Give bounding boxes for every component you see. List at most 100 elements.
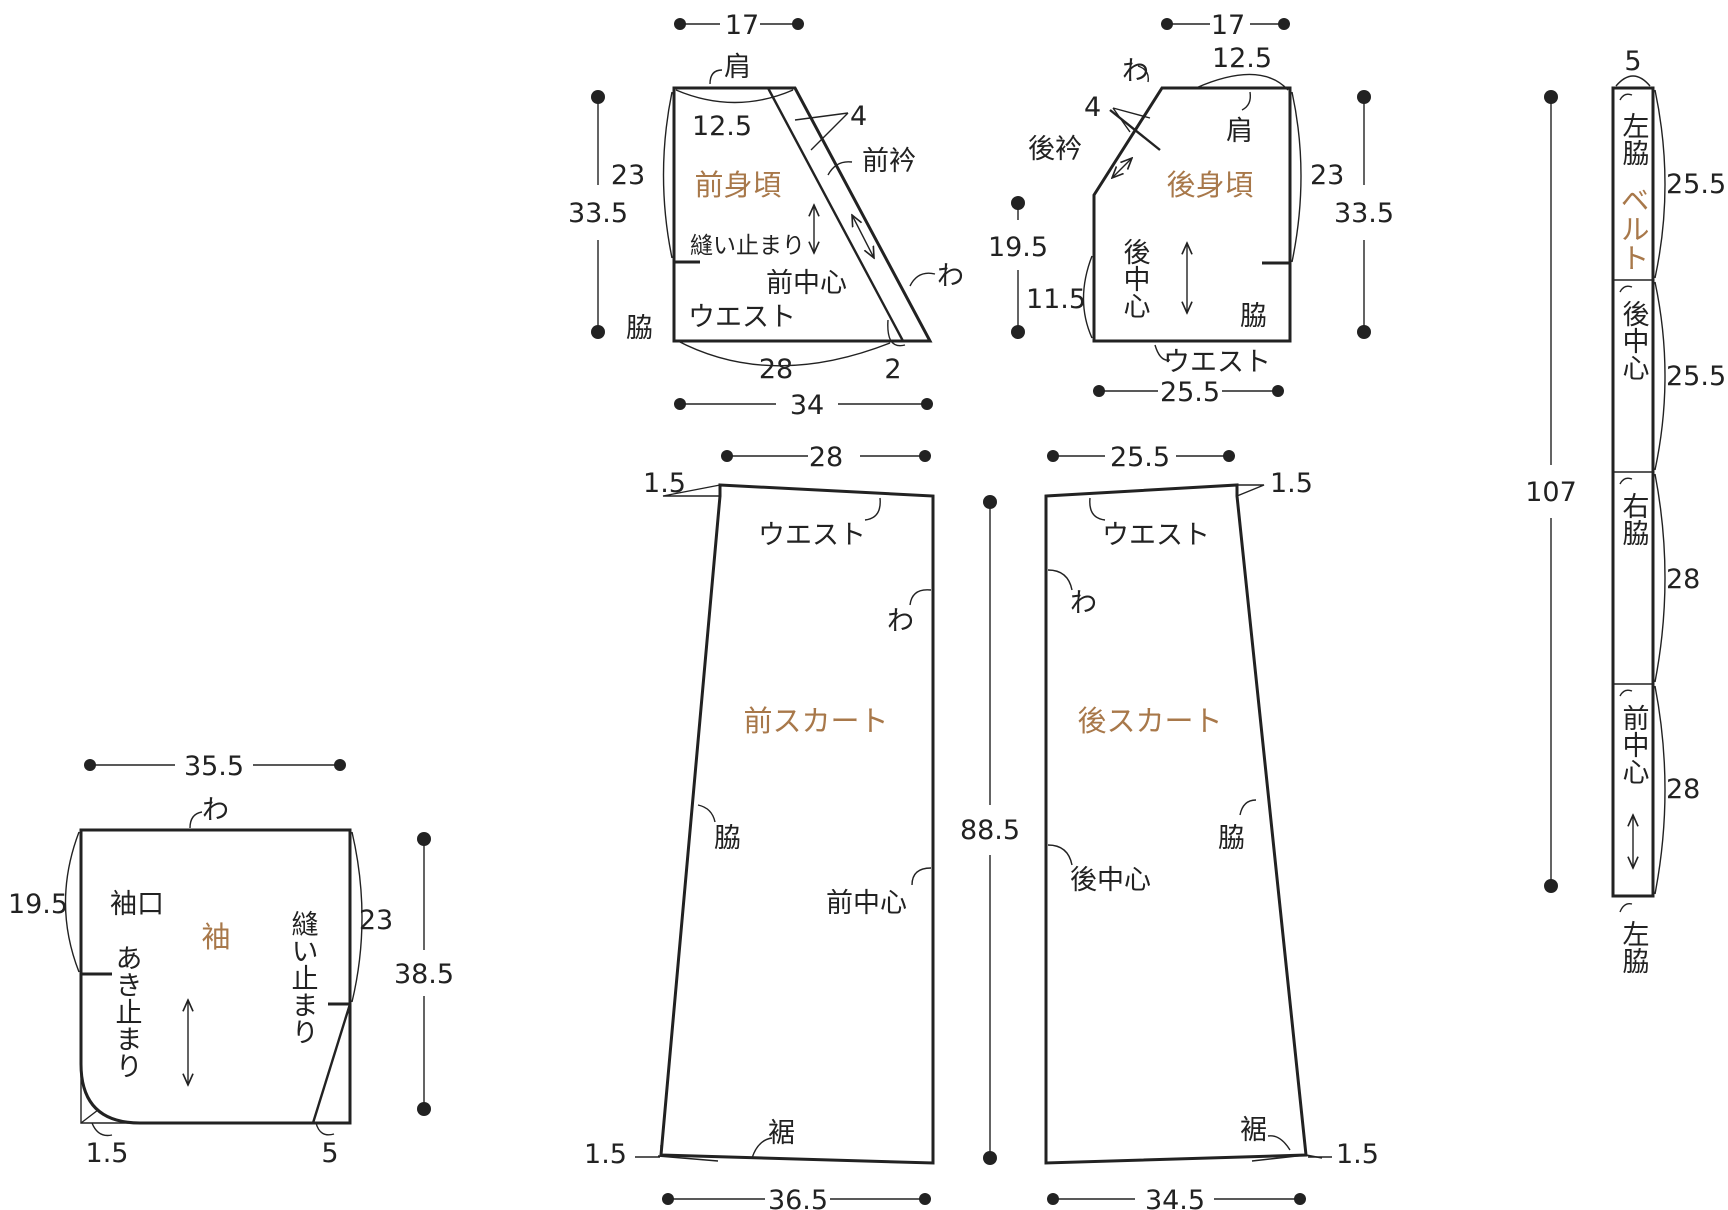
back-bodice-outline	[1092, 86, 1292, 343]
sleeve-stitch-stop-label: 縫い止まり	[287, 910, 319, 1045]
shoulder-leader	[709, 69, 723, 85]
back-waist-label: ウエスト	[1163, 347, 1271, 378]
back-bodice-name: 後身頃	[1166, 168, 1253, 202]
back-collar-label: 後衿	[1028, 134, 1082, 165]
cuff-dim: 19.5	[8, 889, 68, 920]
back-side-leader	[1239, 799, 1257, 816]
fold-label: わ	[937, 261, 964, 292]
front-skirt-name: 前スカート	[743, 704, 888, 738]
center-back-label: 後中心	[1119, 238, 1151, 319]
front-skirt-hem-label: 裾	[768, 1118, 795, 1149]
front-skirt-bottom-dim: 36.5	[768, 1185, 828, 1210]
collar-width-tick	[794, 112, 849, 151]
belt-right-side-label: 右脇	[1618, 492, 1650, 546]
back-waist-leader	[1089, 497, 1106, 521]
collar-grain-arrow	[852, 215, 874, 258]
fold-leader	[909, 272, 936, 287]
front-bodice-height-dim: 33.5	[568, 198, 628, 229]
back-center-leader	[1047, 844, 1073, 866]
front-side-leader	[697, 804, 716, 823]
overlap-dim: 2	[884, 354, 901, 385]
front-skirt-waist-label: ウエスト	[758, 520, 866, 551]
back-skirt-center-label: 後中心	[1070, 865, 1151, 896]
back-skirt: 25.5 1.5 ウエスト わ 後スカート 脇 後中心 裾 1.5 34.5	[1044, 442, 1379, 1210]
shoulder-label: 肩	[724, 52, 751, 83]
cuff-label: 袖口	[110, 889, 164, 920]
back-left-height-dim: 19.5	[988, 232, 1048, 263]
front-collar-line	[766, 87, 905, 342]
back-shoulder-dim: 12.5	[1212, 43, 1272, 74]
sleeve-side-curve	[351, 831, 363, 1003]
back-shoulder-label: 肩	[1226, 116, 1253, 147]
waist-dim: 28	[759, 354, 793, 385]
back-fold-leader	[1137, 65, 1149, 83]
skirt-length-dimension: 88.5	[960, 495, 1020, 1165]
back-fold-label: わ	[1122, 56, 1149, 87]
back-collar-arrow	[1112, 158, 1132, 178]
sleeve-fold-label: わ	[202, 795, 229, 826]
center-back-lower-dim: 11.5	[1026, 284, 1086, 315]
side-upper-dim: 23	[611, 160, 645, 191]
sleeve-slant-line	[311, 1003, 352, 1124]
front-bodice-bottom-dim: 34	[790, 390, 824, 421]
shoulder-dim: 12.5	[692, 111, 752, 142]
belt-seg3-dim: 28	[1666, 564, 1700, 595]
front-center-leader	[911, 867, 932, 886]
front-bodice-name: 前身頃	[694, 168, 781, 202]
front-fold-leader	[909, 589, 932, 606]
front-hem-tick	[657, 1155, 719, 1162]
back-shoulder-leader	[1241, 91, 1252, 111]
back-waist-dim: 25.5	[1160, 377, 1220, 408]
sleeve: 35.5 わ 19.5 袖口 袖 あき止まり 縫い止まり 23 38.5 1.5…	[8, 751, 454, 1169]
front-bodice-outline	[672, 86, 933, 343]
collar-leader	[827, 161, 853, 176]
back-side-curve	[1291, 91, 1302, 263]
back-skirt-fold-label: わ	[1070, 588, 1097, 619]
belt-seg2-dim: 25.5	[1666, 361, 1726, 392]
back-skirt-top-dim: 25.5	[1110, 442, 1170, 473]
sleeve-fold-leader	[189, 811, 203, 829]
back-skirt-outline	[1044, 483, 1308, 1165]
front-collar-label: 前衿	[862, 146, 916, 177]
back-collar-dim: 4	[1084, 92, 1101, 123]
front-skirt: 28 1.5 ウエスト わ 前スカート 脇 前中心 裾 1.5 36.5	[584, 442, 935, 1210]
waist-label: ウエスト	[688, 302, 796, 333]
back-height-dim: 33.5	[1334, 198, 1394, 229]
belt-center-back-label: 後中心	[1618, 300, 1650, 381]
shoulder-curve	[675, 89, 794, 104]
back-collar-tick	[1112, 107, 1151, 133]
waist-curve	[675, 339, 891, 367]
back-skirt-bottom-dim: 34.5	[1145, 1185, 1205, 1210]
back-skirt-side-label: 脇	[1218, 823, 1245, 854]
back-skirt-name: 後スカート	[1077, 704, 1222, 738]
belt-seg2-curve	[1654, 281, 1666, 471]
front-skirt-outline	[659, 483, 935, 1165]
corner-dim: 1.5	[86, 1138, 129, 1169]
front-skirt-center-label: 前中心	[826, 888, 907, 919]
belt-name: ベルト	[1616, 185, 1650, 272]
front-bodice: 17 肩 12.5 4 前衿 23 33.5 前身頃 縫い止まり わ 前中心 ウ…	[568, 10, 964, 421]
back-side-dim: 23	[1310, 160, 1344, 191]
belt-left-side-label: 左脇	[1618, 112, 1650, 166]
back-shoulder-curve	[1195, 73, 1289, 91]
stitch-stop-label: 縫い止まり	[690, 233, 805, 259]
opening-stop-label: あき止まり	[111, 944, 142, 1079]
belt-seg3-curve	[1654, 473, 1666, 683]
back-skirt-hem-label: 裾	[1240, 1115, 1267, 1146]
front-skirt-top-dim: 28	[809, 442, 843, 473]
belt-outline	[1611, 86, 1655, 898]
back-side-label: 脇	[1240, 301, 1267, 332]
sleeve-name: 袖	[201, 920, 230, 954]
front-skirt-waist-rise: 1.5	[643, 468, 686, 499]
center-back-curve	[1082, 255, 1093, 339]
center-front-label: 前中心	[766, 268, 847, 299]
belt-seg1-dim: 25.5	[1666, 169, 1726, 200]
belt-seg4-dim: 28	[1666, 774, 1700, 805]
front-skirt-side-label: 脇	[714, 823, 741, 854]
back-hem-leader	[1267, 1135, 1291, 1151]
sleeve-side-dim: 23	[359, 905, 393, 936]
belt: 5 左脇 ベルト 後中心 右脇 前中心 左脇 25.5 25.5 28 28 1…	[1525, 46, 1726, 974]
belt-seg4-curve	[1654, 685, 1666, 895]
bottom-right-dim: 5	[321, 1138, 338, 1169]
